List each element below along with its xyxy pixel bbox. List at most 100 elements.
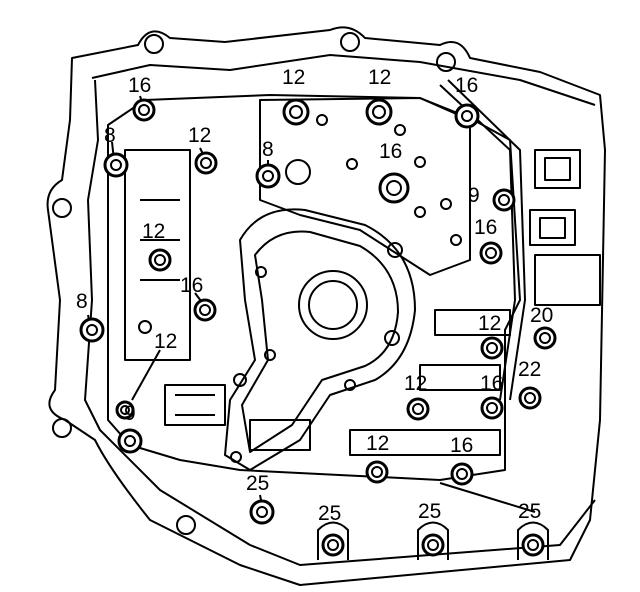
bolt: [249, 499, 275, 525]
bolt-label: 16: [180, 274, 203, 297]
pump-housing-inner: [241, 230, 399, 453]
valve-bore-center: [249, 419, 311, 451]
bolt: [132, 98, 156, 122]
bolt-label: 8: [76, 290, 88, 313]
bolt-label: 22: [518, 358, 541, 381]
flange-hole: [436, 52, 456, 72]
bolt-label: 16: [128, 74, 151, 97]
valve-body-inner: [124, 149, 191, 361]
case-inner-outline: [84, 54, 596, 566]
valve-bore-right-upper: [419, 364, 501, 391]
upper-plate-outline: [259, 97, 471, 276]
flange-hole: [52, 198, 72, 218]
flange-hole: [52, 418, 72, 438]
lower-bolt-boss: [317, 521, 349, 560]
pump-bore: [298, 270, 368, 340]
bolt-label: 25: [318, 502, 341, 525]
passage-hole: [450, 234, 462, 246]
bolt: [79, 317, 105, 343]
passage-hole: [440, 198, 452, 210]
bolt-label: 12: [366, 432, 389, 455]
bolt: [421, 533, 445, 557]
valve-body-outline: [107, 94, 521, 481]
bolt-label: 16: [379, 140, 402, 163]
bolt: [282, 98, 310, 126]
passage-hole: [264, 349, 276, 361]
passage-hole: [233, 373, 247, 387]
passage-hole: [414, 206, 426, 218]
check-ball-seat: [285, 159, 311, 185]
labels: 16 12 12 16 8 12 8 16 9 16 12 16 8 12 20…: [76, 66, 553, 525]
passage-hole: [344, 379, 356, 391]
passage-hole: [414, 156, 426, 168]
passage-hole: [138, 320, 152, 334]
leader-line: [131, 349, 161, 401]
bolt-label: 12: [282, 66, 305, 89]
passage-hole: [316, 114, 328, 126]
bolt-label: 12: [154, 330, 177, 353]
bolt: [450, 462, 474, 486]
bolt: [103, 152, 129, 178]
passage-hole: [255, 266, 267, 278]
bolt: [194, 151, 218, 175]
bolt-label: 16: [480, 372, 503, 395]
bolt: [406, 397, 430, 421]
bolt: [378, 172, 410, 204]
bolt-label: 9: [468, 184, 480, 207]
bolt-label: 8: [104, 124, 116, 147]
passage-hole: [394, 124, 406, 136]
passage-hole: [387, 242, 403, 258]
passage-hole: [346, 158, 358, 170]
pump-bore-inner: [308, 280, 358, 330]
bolt-label: 25: [246, 472, 269, 495]
bolt: [255, 163, 281, 189]
bolt-label: 9: [124, 402, 136, 425]
bolt-label: 16: [455, 74, 478, 97]
bolt: [365, 98, 393, 126]
bolt-label: 20: [530, 304, 553, 327]
solenoid-connector-lower: [529, 209, 576, 246]
solenoid-body: [534, 254, 601, 306]
lower-bolt-boss: [517, 521, 549, 560]
passage-hole: [384, 330, 400, 346]
valve-bore-right: [349, 429, 501, 456]
bolt: [148, 248, 172, 272]
flange-hole: [340, 32, 360, 52]
bolt: [321, 533, 345, 557]
bolt: [115, 400, 135, 420]
flange-hole: [144, 34, 164, 54]
bolt-label: 12: [478, 312, 501, 335]
bolt: [117, 428, 143, 454]
valve-bore-left: [164, 384, 226, 426]
bolt: [479, 241, 503, 265]
bolt: [518, 386, 542, 410]
bolt-label: 12: [368, 66, 391, 89]
bolt-label: 16: [450, 434, 473, 457]
leader-line: [439, 482, 536, 513]
bolt: [365, 460, 389, 484]
bolts: [79, 98, 557, 557]
case-flange-outline: [46, 26, 606, 586]
bolt-label: 25: [518, 500, 541, 523]
bolt: [492, 188, 516, 212]
bolt-label: 16: [474, 216, 497, 239]
outlines: [46, 26, 606, 586]
bolt-label: 12: [404, 372, 427, 395]
solenoid-connector-upper: [534, 149, 581, 189]
bolt: [193, 298, 217, 322]
flange-hole: [176, 515, 196, 535]
bolt-label: 8: [262, 138, 274, 161]
lower-bolt-boss: [417, 521, 449, 560]
bolt: [533, 326, 557, 350]
passage-hole: [230, 451, 242, 463]
bolt-label: 12: [142, 220, 165, 243]
bolt: [454, 103, 480, 129]
pump-housing: [224, 208, 416, 471]
bolt-label: 12: [188, 124, 211, 147]
bolt: [480, 336, 504, 360]
bolt: [521, 533, 545, 557]
bolt: [480, 396, 504, 420]
bolt-label: 25: [418, 500, 441, 523]
